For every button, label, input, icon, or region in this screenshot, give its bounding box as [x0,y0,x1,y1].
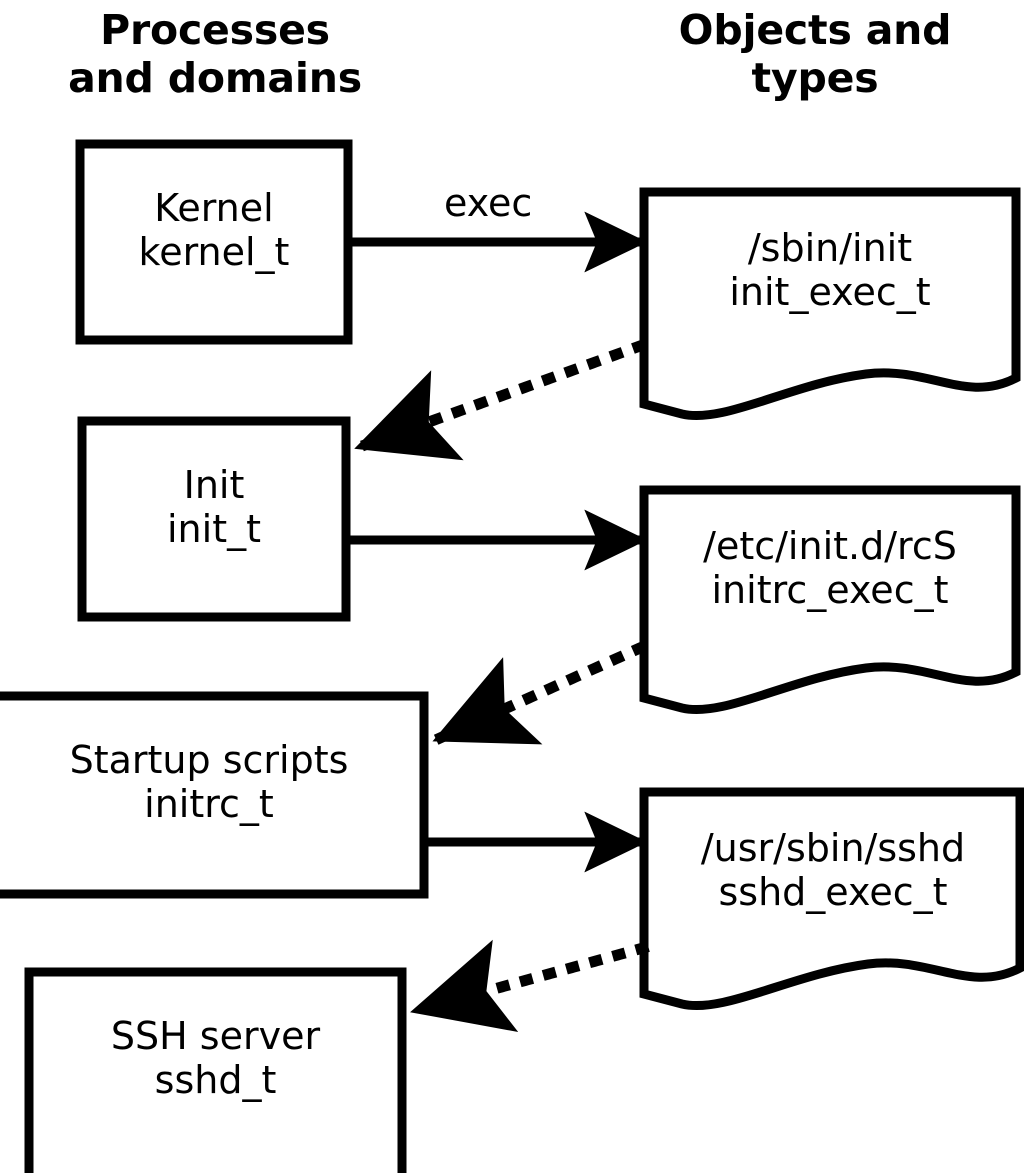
edge-label-exec: exec [444,181,533,225]
edge-transition-sshd-exec-to-sshd [410,939,650,1033]
edge-transition-init-exec-to-init [354,338,648,461]
object-doc-init-exec[interactable] [639,187,1021,421]
column-header-objects-and-types: Objects and types [678,6,952,103]
domain-box-initrc[interactable] [0,691,429,899]
domain-box-kernel[interactable] [75,139,353,345]
column-header-processes-and-domains: Processes and domains [68,6,362,103]
domain-box-sshd[interactable] [24,967,407,1173]
object-doc-sshd-exec[interactable] [639,787,1024,1011]
domain-box-init[interactable] [77,416,351,622]
object-doc-initrc-exec[interactable] [639,485,1021,715]
edge-transition-initrc-exec-to-initrc [432,640,648,746]
